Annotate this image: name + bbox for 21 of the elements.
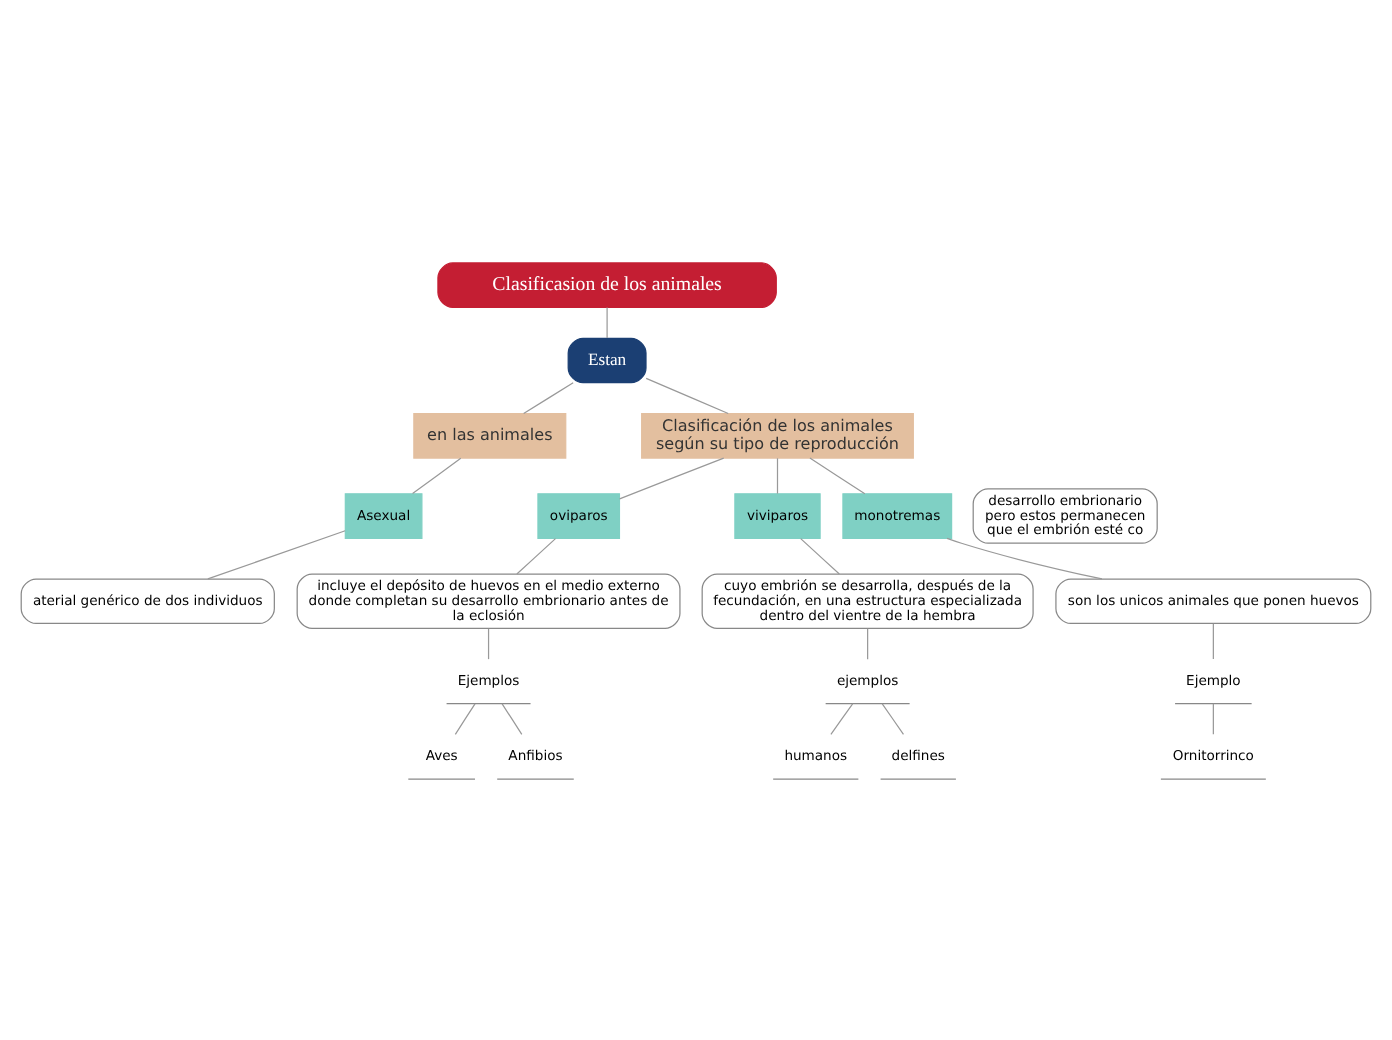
connector <box>800 537 840 574</box>
connector <box>1212 622 1214 659</box>
connector <box>1212 702 1214 734</box>
connector <box>454 702 476 734</box>
connector <box>501 702 523 734</box>
connector <box>411 456 462 494</box>
connector <box>881 702 905 734</box>
connector <box>207 529 346 579</box>
connector <box>645 376 729 414</box>
connector <box>619 456 725 499</box>
connector <box>606 305 608 338</box>
connector <box>523 381 574 414</box>
node-box: Clasificasion de los animales <box>437 261 777 307</box>
node-box: Estan <box>567 336 647 383</box>
connector <box>487 627 490 659</box>
connector <box>516 537 557 574</box>
connector <box>867 627 869 659</box>
connector <box>809 456 866 494</box>
connector <box>776 456 779 494</box>
connector <box>830 702 854 734</box>
connector <box>946 536 1103 579</box>
